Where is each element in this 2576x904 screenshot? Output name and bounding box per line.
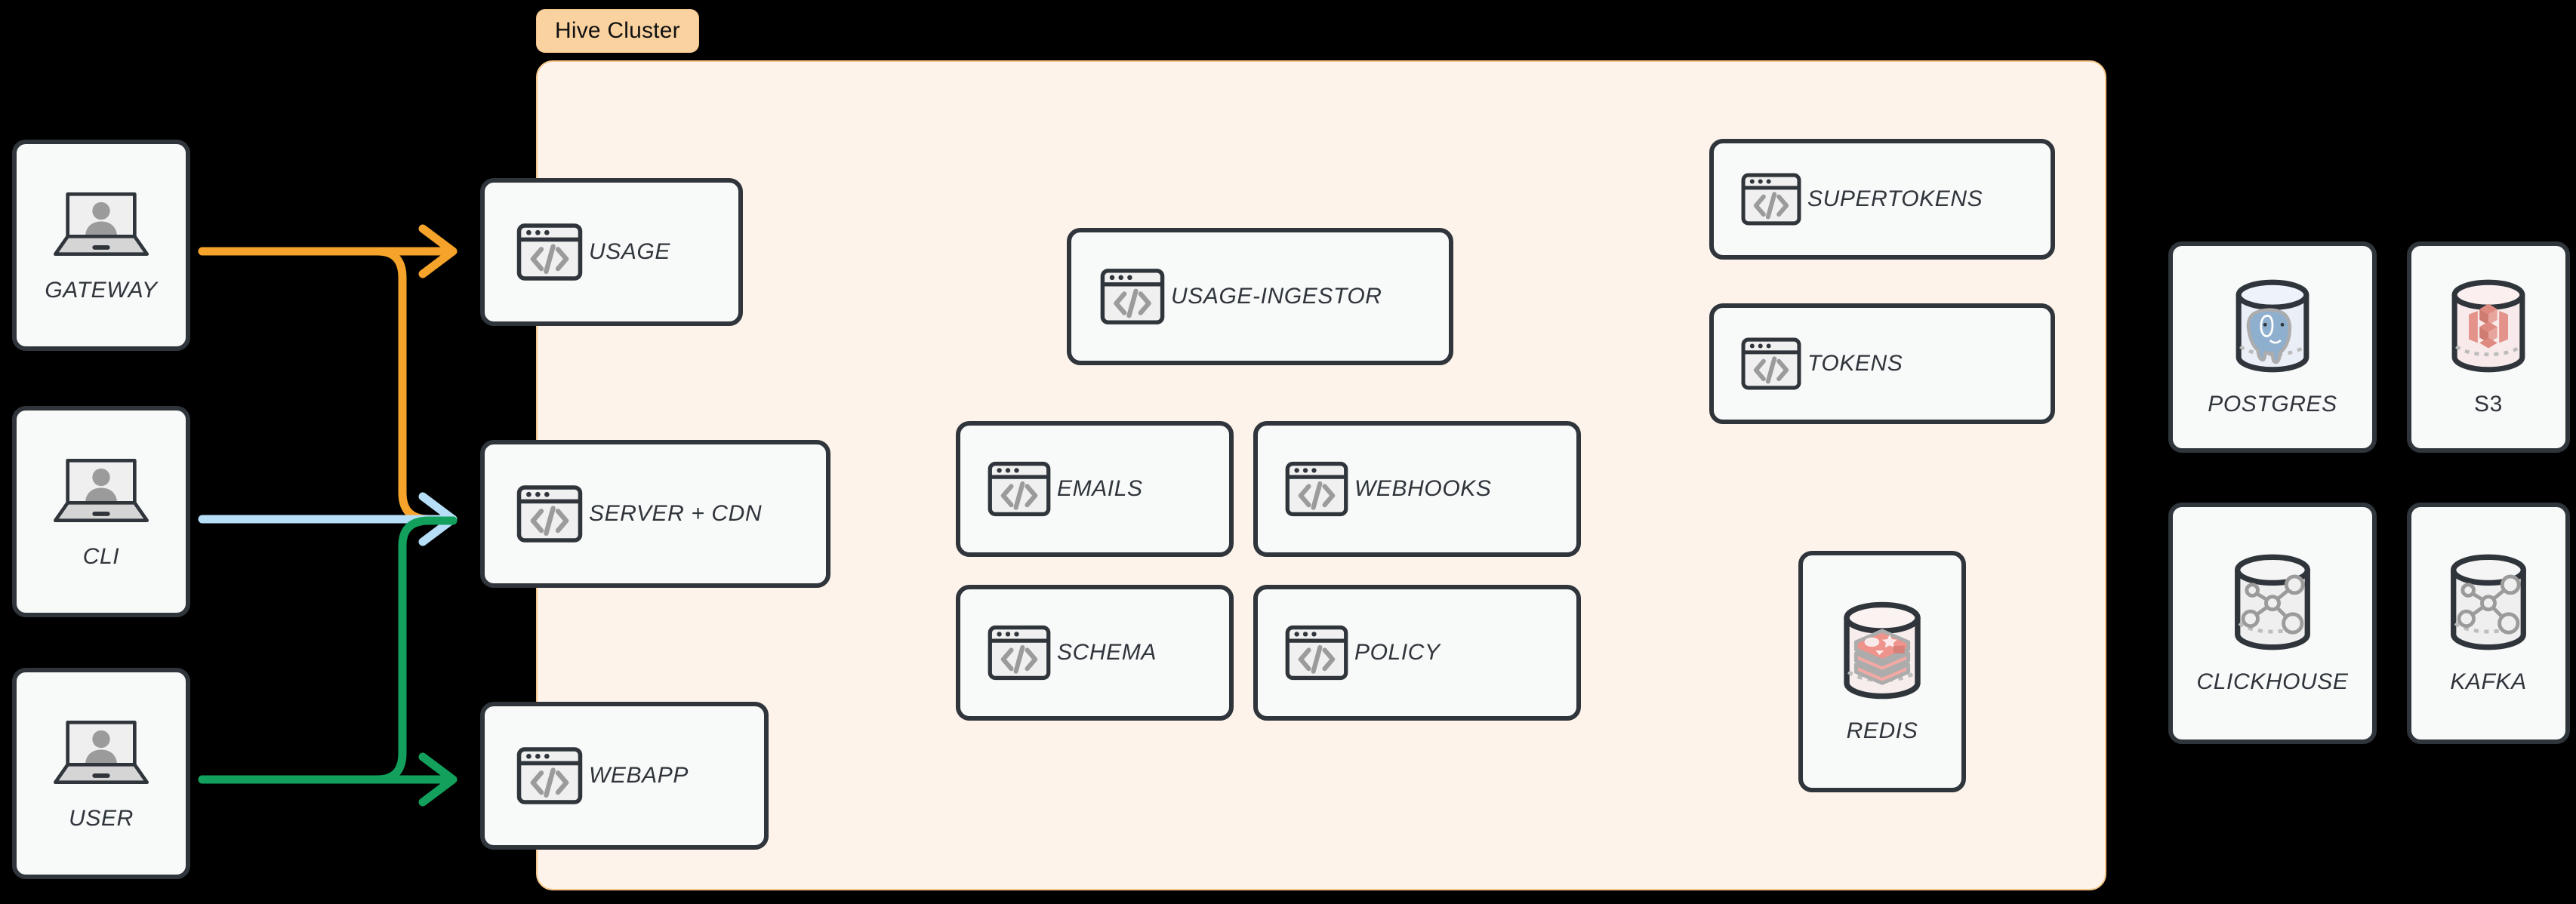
s3-database-icon [2444,277,2533,375]
node-gateway[interactable]: GATEWAY [12,140,190,351]
edge-user-server-cdn [198,516,458,784]
node-tokens[interactable]: TOKENS [1709,303,2055,424]
node-usage-ingestor[interactable]: USAGE-INGESTOR [1067,228,1453,365]
code-window-icon [1739,332,1803,395]
node-webapp[interactable]: WEBAPP [480,702,769,850]
laptop-user-icon [48,715,154,789]
node-user-label: USER [69,806,134,831]
node-cli-label: CLI [82,544,120,569]
node-webhooks-label: WEBHOOKS [1354,476,1492,501]
node-usage-label: USAGE [589,239,671,264]
node-user[interactable]: USER [12,668,190,879]
hive-cluster-badge: Hive Cluster [536,9,699,53]
node-server-cdn-label: SERVER + CDN [589,501,763,526]
node-kafka[interactable]: KAFKA [2407,503,2570,744]
code-window-icon [1283,620,1350,686]
edge-user-webapp [198,752,458,807]
node-webapp-label: WEBAPP [589,763,689,788]
node-s3-label: S3 [2474,392,2503,417]
node-s3[interactable]: S3 [2407,241,2570,453]
node-usage-ingestor-label: USAGE-INGESTOR [1171,284,1382,309]
laptop-user-icon [48,187,154,261]
code-window-icon [1739,168,1803,231]
code-window-icon [1098,263,1166,331]
node-tokens-label: TOKENS [1807,351,1903,376]
laptop-user-icon [48,454,154,527]
node-usage[interactable]: USAGE [480,178,743,326]
code-window-icon [515,479,584,549]
node-cli[interactable]: CLI [12,406,190,617]
node-kafka-label: KAFKA [2450,669,2527,694]
node-emails-label: EMAILS [1057,476,1143,501]
node-postgres-label: POSTGRES [2208,392,2337,417]
node-policy[interactable]: POLICY [1253,585,1581,721]
postgres-database-icon [2228,277,2317,375]
node-postgres[interactable]: POSTGRES [2168,241,2377,453]
code-window-icon [1283,456,1350,522]
edge-cli-server-cdn [198,492,458,546]
generic-database-icon [2442,552,2534,653]
node-redis[interactable]: REDIS [1798,551,1966,792]
node-policy-label: POLICY [1354,640,1441,665]
edge-gateway-usage [198,224,458,278]
redis-database-icon [1835,599,1929,702]
node-webhooks[interactable]: WEBHOOKS [1253,421,1581,557]
code-window-icon [986,620,1052,686]
node-server-cdn[interactable]: SERVER + CDN [480,440,830,588]
node-clickhouse-label: CLICKHOUSE [2196,669,2349,694]
node-gateway-label: GATEWAY [45,278,158,303]
code-window-icon [986,456,1052,522]
node-supertokens[interactable]: SUPERTOKENS [1709,139,2055,260]
node-emails[interactable]: EMAILS [956,421,1234,557]
node-clickhouse[interactable]: CLICKHOUSE [2168,503,2377,744]
node-redis-label: REDIS [1846,718,1918,743]
node-schema[interactable]: SCHEMA [956,585,1234,721]
edge-gateway-server-cdn [198,247,458,524]
generic-database-icon [2226,552,2319,653]
code-window-icon [515,741,584,810]
node-schema-label: SCHEMA [1057,640,1157,665]
code-window-icon [515,217,584,287]
node-supertokens-label: SUPERTOKENS [1807,186,1983,211]
